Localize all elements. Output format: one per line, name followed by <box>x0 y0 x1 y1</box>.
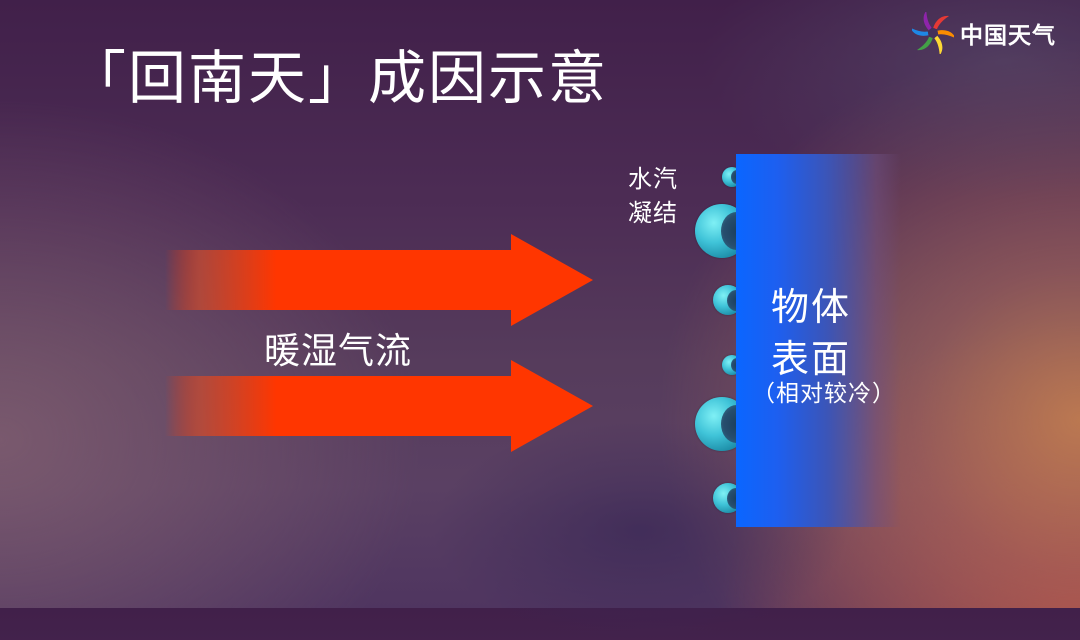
warm-humid-airflow-label: 暖湿气流 <box>264 331 413 372</box>
surface-label-line2: 表面 <box>770 337 851 381</box>
condensation-label-line2: 凝结 <box>628 199 678 227</box>
cold-object-surface <box>736 154 901 527</box>
warm-airflow-arrow-top <box>165 234 593 326</box>
brand-logo: 中国天气 <box>912 11 1056 55</box>
condensation-label-line1: 水汽 <box>628 165 678 193</box>
surface-label-line1: 物体 <box>770 285 851 329</box>
condensation-label: 水汽 凝结 <box>628 162 678 230</box>
brand-name: 中国天气 <box>960 23 1056 49</box>
surface-label-note: （相对较冷） <box>752 381 896 407</box>
slide-title: 「回南天」成因示意 <box>68 44 609 112</box>
rainbow-swirl-icon <box>912 12 954 54</box>
warm-airflow-arrow-bottom <box>165 360 593 452</box>
